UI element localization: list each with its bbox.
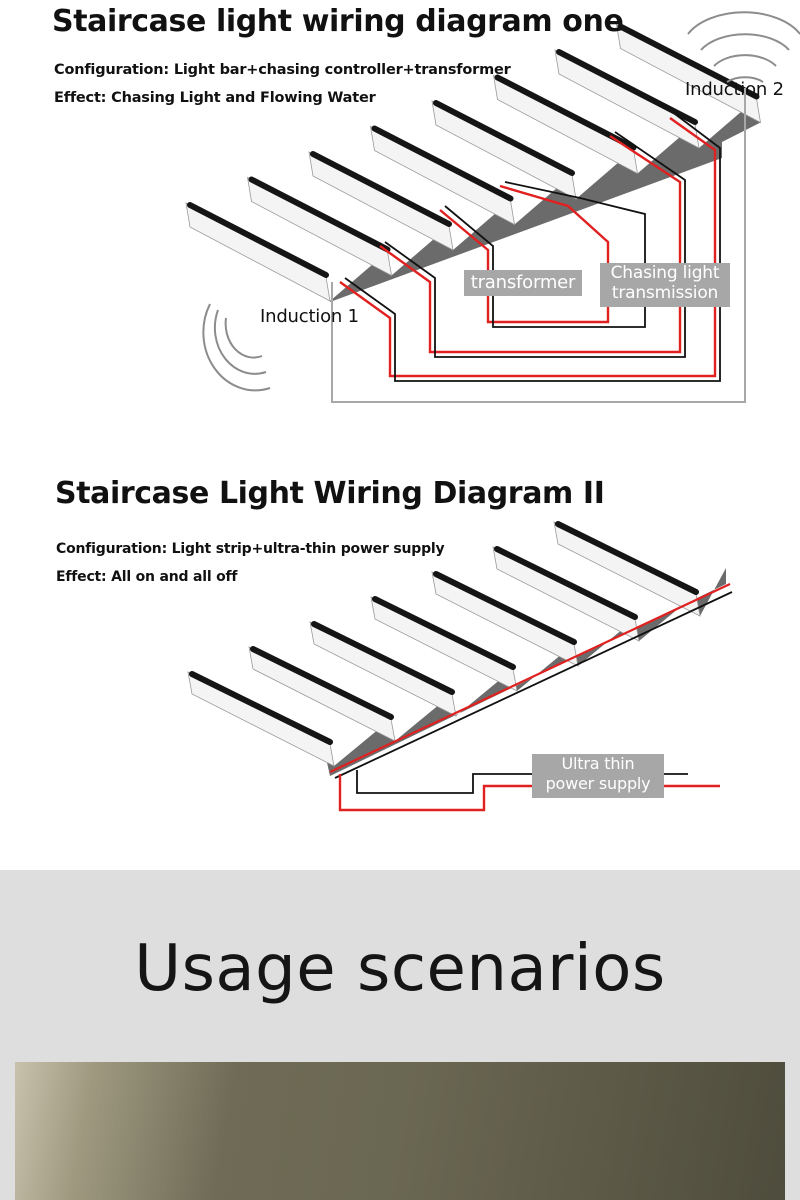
- inner-black-wire: [444, 181, 646, 328]
- diagram-one-configuration: Configuration: Light bar+chasing control…: [54, 62, 511, 78]
- staircase-diagram-two: [187, 521, 733, 812]
- power-supply-box: Ultra thin power supply: [532, 754, 664, 798]
- induction-1-signal-line: [331, 88, 746, 403]
- diagram-one-title: Staircase light wiring diagram one: [52, 4, 624, 39]
- stair-light-bar: [556, 49, 698, 125]
- stair-light-bar: [433, 100, 575, 176]
- power-supply-label: power supply: [545, 774, 651, 793]
- wireless-wave-icon-right: [687, 11, 800, 83]
- wireless-wave-icon-left: [202, 303, 271, 392]
- induction-2-label: Induction 2: [685, 79, 784, 100]
- outer-black-wire: [344, 113, 721, 382]
- bus-black-wire: [334, 591, 733, 779]
- stair-light-bar: [248, 176, 391, 253]
- usage-scenarios-section: Usage scenarios: [0, 870, 800, 1200]
- stair-light-bar: [189, 671, 333, 745]
- wiring-diagram-two: Staircase Light Wiring Diagram II Config…: [0, 440, 800, 870]
- stair-light-bar: [433, 571, 577, 645]
- middle-red-wire: [379, 134, 682, 354]
- stair-light-bar: [310, 151, 452, 227]
- stair-light-bar: [617, 23, 760, 100]
- usage-scene-photo: [15, 1062, 785, 1200]
- stair-light-bar: [371, 125, 514, 202]
- stair-side-panel: [326, 98, 761, 302]
- diagram-two-effect: Effect: All on and all off: [56, 569, 238, 585]
- stair-light-bar: [494, 546, 638, 620]
- diagram-one-effect: Effect: Chasing Light and Flowing Water: [54, 90, 376, 106]
- induction-1-label: Induction 1: [260, 306, 359, 327]
- middle-black-wire: [384, 131, 686, 358]
- staircase-diagram-one: [185, 11, 800, 403]
- stair-side-panel: [326, 568, 726, 776]
- bus-red-wire: [329, 583, 731, 773]
- stair-light-bar: [187, 202, 329, 278]
- stair-light-bar: [311, 621, 455, 695]
- stair-light-bar: [372, 596, 516, 670]
- inner-red-wire: [439, 184, 610, 324]
- outer-red-wire: [339, 117, 717, 378]
- diagram-two-configuration: Configuration: Light strip+ultra-thin po…: [56, 541, 445, 557]
- wiring-diagram-one: Staircase light wiring diagram one Confi…: [0, 0, 800, 440]
- transmission-label: transmission: [611, 283, 719, 303]
- transformer-label: transformer: [470, 272, 576, 293]
- transformer-box: transformer: [464, 270, 582, 296]
- chasing-controller-box: Chasing light transmission: [600, 263, 730, 307]
- chasing-light-label: Chasing light: [610, 263, 720, 283]
- stair-light-bar: [250, 646, 394, 720]
- stair-light-bar: [555, 521, 699, 595]
- usage-scenarios-title: Usage scenarios: [134, 932, 666, 1006]
- staircase-one: [185, 23, 762, 302]
- ultra-thin-label: Ultra thin: [561, 754, 635, 773]
- staircase-two: [187, 521, 726, 776]
- wiring-one: [331, 88, 746, 403]
- diagram-two-title: Staircase Light Wiring Diagram II: [55, 476, 605, 511]
